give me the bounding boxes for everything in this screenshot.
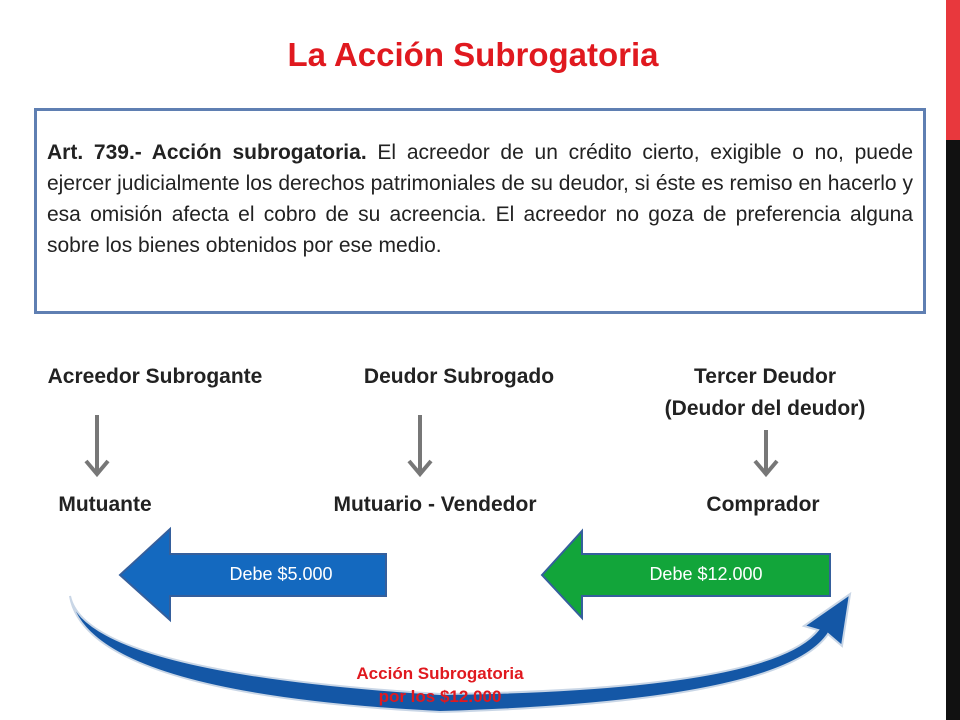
down-arrow-icon [84, 415, 110, 478]
article-body: El acreedor de un crédito cierto, exigib… [47, 141, 913, 257]
action-label: Acción Subrogatoria por los $12.000 [300, 662, 580, 708]
subrogatory-curve-arrow [69, 591, 852, 714]
article-text: Art. 739.- Acción subrogatoria. El acree… [47, 137, 913, 261]
party-mutuario-vendedor: Mutuario - Vendedor [333, 493, 537, 516]
role-deudor-subrogado: Deudor Subrogado [363, 365, 555, 388]
slide-title: La Acción Subrogatoria [287, 36, 659, 73]
article-box: Art. 739.- Acción subrogatoria. El acree… [34, 108, 926, 314]
role-tercer-deudor-note: (Deudor del deudor) [664, 397, 866, 420]
side-accent-red [946, 0, 960, 140]
down-arrow-icon [407, 415, 433, 478]
action-label-line1: Acción Subrogatoria [356, 664, 524, 683]
side-accent-black [946, 140, 960, 720]
role-tercer-deudor: Tercer Deudor [694, 365, 836, 388]
action-label-line2: por los $12.000 [378, 687, 502, 706]
party-mutuante: Mutuante [58, 493, 152, 516]
party-comprador: Comprador [706, 493, 820, 516]
debt-arrow-green [540, 528, 831, 621]
debt-arrow-blue [118, 526, 387, 623]
debt-label-blue: Debe $5.000 [229, 564, 333, 584]
article-lead: Art. 739.- Acción subrogatoria. [47, 141, 367, 164]
role-acreedor-subrogante: Acreedor Subrogante [47, 365, 263, 388]
down-arrow-icon [753, 430, 779, 478]
debt-label-green: Debe $12.000 [649, 564, 763, 584]
